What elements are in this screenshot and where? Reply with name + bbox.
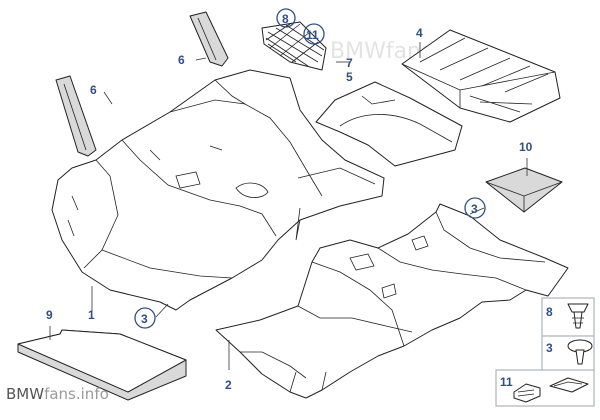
legend-label-3: 3	[546, 341, 553, 355]
part-9-mat	[17, 329, 187, 401]
callout-10: 10	[519, 140, 533, 154]
callout-6-left: 6	[90, 83, 97, 97]
callout-7: 7	[346, 56, 353, 70]
legend-label-11: 11	[500, 375, 513, 389]
callout-11: 11	[306, 28, 319, 42]
callout-2: 2	[225, 378, 232, 392]
part-7-net-pocket	[261, 21, 327, 71]
legend-label-8: 8	[546, 305, 553, 319]
bracket-icon	[513, 383, 541, 403]
brand-watermark: BMWfans.info	[6, 385, 109, 403]
callout-4: 4	[416, 26, 423, 40]
callout-3-rear-circle	[464, 197, 486, 219]
part-6-trim-upper	[189, 11, 229, 67]
callout-11-circle	[303, 23, 325, 45]
callout-3-front: 3	[141, 312, 148, 326]
part-6-trim-left	[55, 75, 97, 157]
legend-panel: 8 3 11	[495, 297, 595, 407]
callout-9: 9	[46, 308, 53, 322]
brand-bold: BMW	[6, 385, 45, 403]
callout-3-rear: 3	[471, 202, 478, 216]
callout-3-front-circle	[134, 307, 156, 329]
callout-6-upper: 6	[178, 53, 185, 67]
part-10-pad	[485, 167, 563, 213]
callout-8-circle	[276, 8, 296, 28]
part-4-storage-tray	[401, 29, 561, 123]
brand-rest: fans.info	[44, 385, 109, 403]
callout-8: 8	[282, 12, 289, 26]
push-clip-icon	[567, 303, 589, 329]
strap-icon	[549, 377, 589, 393]
part-5-tunnel-cover	[315, 81, 463, 167]
leader-lines	[49, 42, 528, 370]
callout-5: 5	[346, 70, 353, 84]
callout-1: 1	[88, 308, 95, 322]
part-1-front-carpet	[51, 69, 385, 311]
part-2-rear-carpet	[215, 203, 569, 399]
button-fastener-icon	[567, 339, 593, 365]
